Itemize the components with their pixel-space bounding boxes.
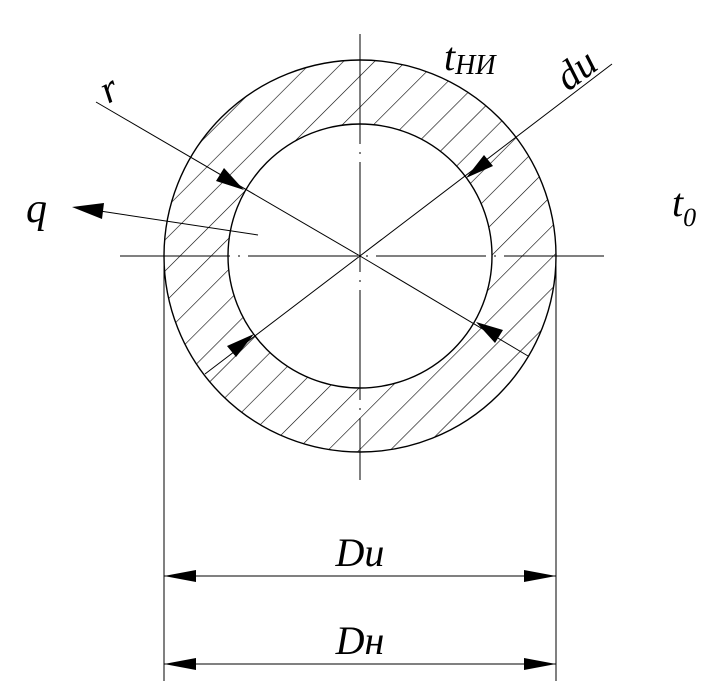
dimension-outer [164,658,556,670]
label-t-zero: t0 [672,180,696,232]
du-arrowhead-bottom [227,334,254,357]
label-dim-outer: Dн [335,618,385,663]
du-arrowhead-top [466,155,493,178]
label-dim-inner: Dи [335,530,385,575]
lower-right-arrowhead [476,322,503,343]
lower-right-radius-line [359,255,529,357]
label-t-outer: tНИ [444,34,497,81]
radius-arrowhead [216,168,244,190]
label-q: q [26,186,47,232]
heat-flux-arrowhead [72,203,104,219]
label-r: r [91,65,126,112]
heat-flux-line [99,210,259,236]
inner-diameter-leader-line [204,63,613,375]
dimension-inner [164,570,556,582]
